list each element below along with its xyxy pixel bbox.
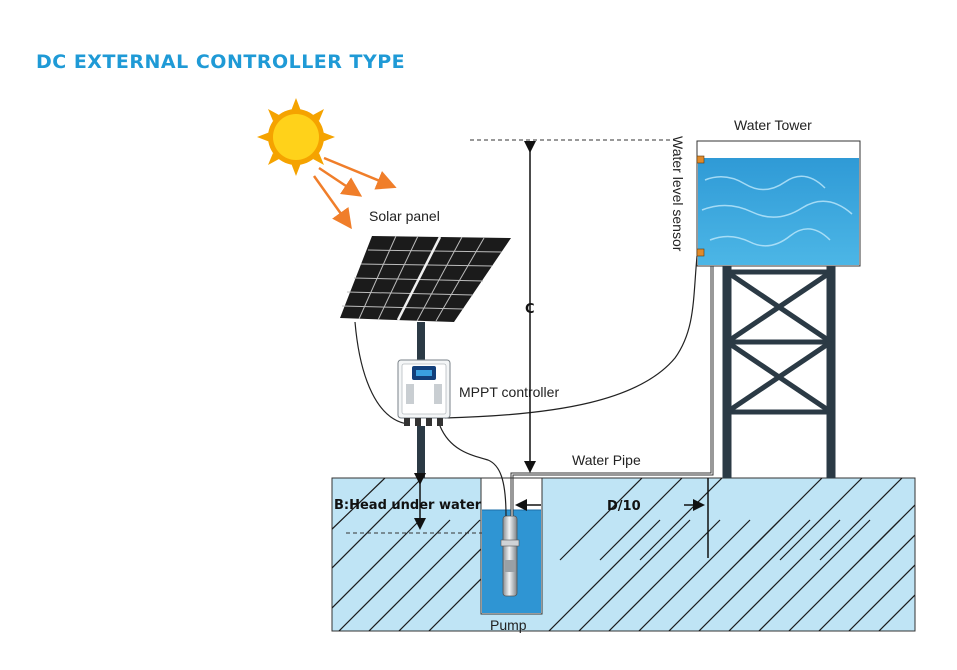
water-level-sensor-label: Water level sensor — [670, 136, 686, 252]
mppt-controller-label: MPPT controller — [459, 384, 559, 400]
water-level-sensor — [696, 155, 705, 257]
dimension-c-label: C — [525, 302, 535, 317]
controller-post — [417, 426, 425, 478]
solar-panel-label: Solar panel — [369, 208, 440, 224]
page-title: DC EXTERNAL CONTROLLER TYPE — [36, 51, 405, 73]
dimension-b-label: B:Head under water — [334, 498, 482, 513]
pump — [500, 515, 520, 597]
pump-cable — [439, 425, 507, 517]
dimension-d-label: D/10 — [607, 499, 641, 514]
water-pipe-label: Water Pipe — [572, 452, 641, 468]
dimension-c — [447, 139, 672, 479]
ground-water — [331, 477, 916, 632]
panel-cable — [354, 321, 409, 425]
mppt-controller — [397, 359, 451, 426]
dimension-d — [515, 478, 709, 558]
water-tower — [696, 140, 861, 478]
dimension-b — [346, 473, 482, 534]
solar-panel — [340, 235, 511, 360]
pump-label: Pump — [490, 617, 527, 633]
sun-icon — [257, 98, 335, 176]
water-tower-label: Water Tower — [734, 117, 812, 133]
sun-rays — [312, 156, 397, 230]
